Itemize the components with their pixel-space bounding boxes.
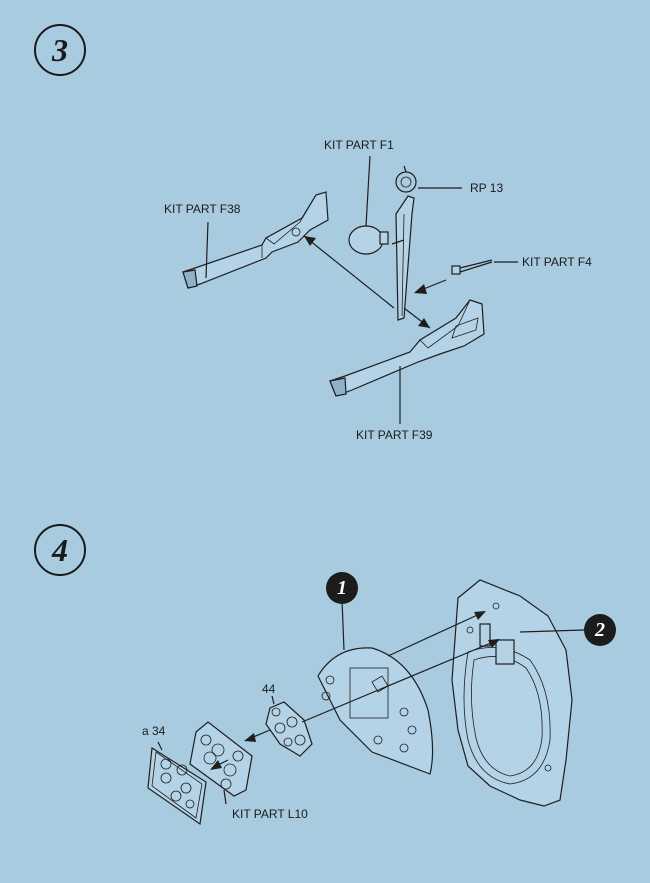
kit-part-l10-drawing [189,721,253,805]
label-kit-part-l10: KIT PART L10 [232,807,308,821]
part-rp13-drawing [395,165,462,321]
callout-1-number: 1 [337,576,347,599]
dashboard-panel-drawing [317,599,434,775]
part-f1-drawing [348,155,389,255]
decal-a34-drawing [147,741,207,826]
decal-44-drawing [265,695,313,757]
label-rp13: RP 13 [470,181,504,195]
label-part-44: 44 [262,682,276,696]
label-kit-part-f39: KIT PART F39 [356,428,433,442]
step-3-arrows [303,235,447,329]
callout-1: 1 [326,572,358,604]
callout-2: 2 [584,614,616,646]
label-kit-part-f38: KIT PART F38 [164,202,241,216]
part-f4-drawing [451,259,518,275]
label-kit-part-f4: KIT PART F4 [522,255,592,269]
instrument-panel-drawing [451,579,585,807]
step-4-badge: 4 [34,524,86,576]
part-f39-drawing [329,299,485,424]
label-part-a34: a 34 [142,724,166,738]
step-4-arrows [210,611,500,770]
label-kit-part-f1: KIT PART F1 [324,138,394,152]
step-4-number: 4 [52,531,68,568]
step-3-number: 3 [52,31,68,68]
step-3-badge: 3 [34,24,86,76]
callout-2-number: 2 [595,618,605,641]
part-f38-drawing [182,191,329,289]
